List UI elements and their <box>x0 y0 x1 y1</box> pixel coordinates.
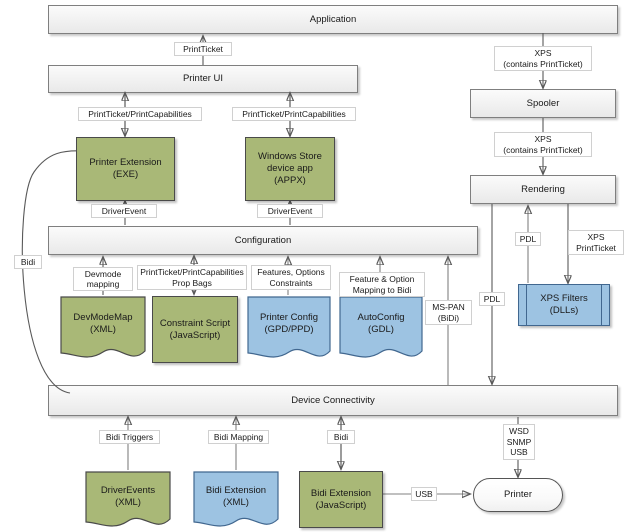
edge-label-usb: USB <box>411 487 437 501</box>
edge-label-ptpc-left: PrintTicket/PrintCapabilities <box>78 107 202 121</box>
node-bidi-extension-javascript[interactable]: Bidi Extension (JavaScript) <box>299 471 383 528</box>
bidi-extension-xml-shape <box>193 471 279 527</box>
layer-configuration[interactable]: Configuration <box>48 226 478 255</box>
edge-label-features-options-constraints: Features, Options Constraints <box>251 265 331 290</box>
node-driverevents-label: DriverEvents (XML) <box>100 484 156 508</box>
node-constraint-script[interactable]: Constraint Script (JavaScript) <box>152 296 238 363</box>
edge-label-ptpc-prop-bags: PrintTicket/PrintCapabilities Prop Bags <box>137 265 247 290</box>
node-bidi-extension-javascript-label: Bidi Extension (JavaScript) <box>310 487 372 511</box>
node-bidi-extension-xml[interactable]: Bidi Extension (XML) <box>193 471 279 532</box>
node-bidi-extension-xml-label: Bidi Extension (XML) <box>205 484 267 508</box>
layer-application[interactable]: Application <box>48 5 618 34</box>
node-rendering-label: Rendering <box>521 183 565 195</box>
node-devmodemap[interactable]: DevModeMap (XML) <box>60 296 146 363</box>
node-windows-store-device-app-label: Windows Store device app (APPX) <box>258 151 322 186</box>
edge-label-pdl-down: PDL <box>479 292 505 306</box>
edge-label-xps-contains-printticket-1: XPS (contains PrintTicket) <box>494 46 592 71</box>
node-windows-store-device-app[interactable]: Windows Store device app (APPX) <box>245 137 335 201</box>
node-printer-extension-label: Printer Extension (EXE) <box>89 157 162 180</box>
layer-device-connectivity[interactable]: Device Connectivity <box>48 385 618 416</box>
node-autoconfig[interactable]: AutoConfig (GDL) <box>339 296 423 363</box>
edge-label-xps-contains-printticket-2: XPS (contains PrintTicket) <box>494 132 592 157</box>
node-devmodemap-label: DevModeMap (XML) <box>73 311 133 335</box>
printer-config-shape <box>247 296 331 358</box>
edge-label-feature-option-mapping-to-bidi: Feature & Option Mapping to Bidi <box>339 272 425 297</box>
edge-label-driver-event-left: DriverEvent <box>91 204 157 218</box>
node-printer-config-label: Printer Config (GPD/PPD) <box>259 311 319 335</box>
edge-label-driver-event-right: DriverEvent <box>257 204 323 218</box>
edge-label-print-ticket: PrintTicket <box>174 42 232 56</box>
node-printer[interactable]: Printer <box>473 478 563 512</box>
node-printer-config[interactable]: Printer Config (GPD/PPD) <box>247 296 331 363</box>
node-xps-filters-label: XPS Filters (DLLs) <box>540 293 588 316</box>
edge-label-ptpc-right: PrintTicket/PrintCapabilities <box>232 107 356 121</box>
edge-label-bidi-mapping: Bidi Mapping <box>208 430 269 444</box>
devmodemap-shape <box>60 296 146 358</box>
edge-label-devmode-mapping: Devmode mapping <box>73 267 133 291</box>
node-spooler[interactable]: Spooler <box>470 89 616 118</box>
edge-label-pdl-filters: PDL <box>515 232 541 246</box>
node-xps-filters[interactable]: XPS Filters (DLLs) <box>518 284 610 326</box>
edge-label-bidi-left: Bidi <box>14 255 42 269</box>
node-constraint-script-label: Constraint Script (JavaScript) <box>159 317 231 341</box>
layer-printer-ui-label: Printer UI <box>182 73 224 84</box>
node-spooler-label: Spooler <box>526 97 560 109</box>
edge-label-wsd-snmp-usb: WSD SNMP USB <box>503 424 535 460</box>
layer-printer-ui[interactable]: Printer UI <box>48 65 358 93</box>
layer-application-label: Application <box>309 13 357 25</box>
node-printer-label: Printer <box>504 489 532 500</box>
node-driverevents[interactable]: DriverEvents (XML) <box>85 471 171 532</box>
driverevents-shape <box>85 471 171 527</box>
edge-label-xps-printticket: XPS PrintTicket <box>568 230 624 255</box>
edge-label-bidi: Bidi <box>327 430 355 444</box>
autoconfig-shape <box>339 296 423 358</box>
layer-device-connectivity-label: Device Connectivity <box>291 394 375 406</box>
node-autoconfig-label: AutoConfig (GDL) <box>357 311 405 335</box>
layer-configuration-label: Configuration <box>234 234 292 246</box>
edge-label-bidi-triggers: Bidi Triggers <box>99 430 160 444</box>
edge-label-ms-pan-bidi: MS-PAN (BiDi) <box>425 300 472 325</box>
node-printer-extension[interactable]: Printer Extension (EXE) <box>76 137 175 201</box>
